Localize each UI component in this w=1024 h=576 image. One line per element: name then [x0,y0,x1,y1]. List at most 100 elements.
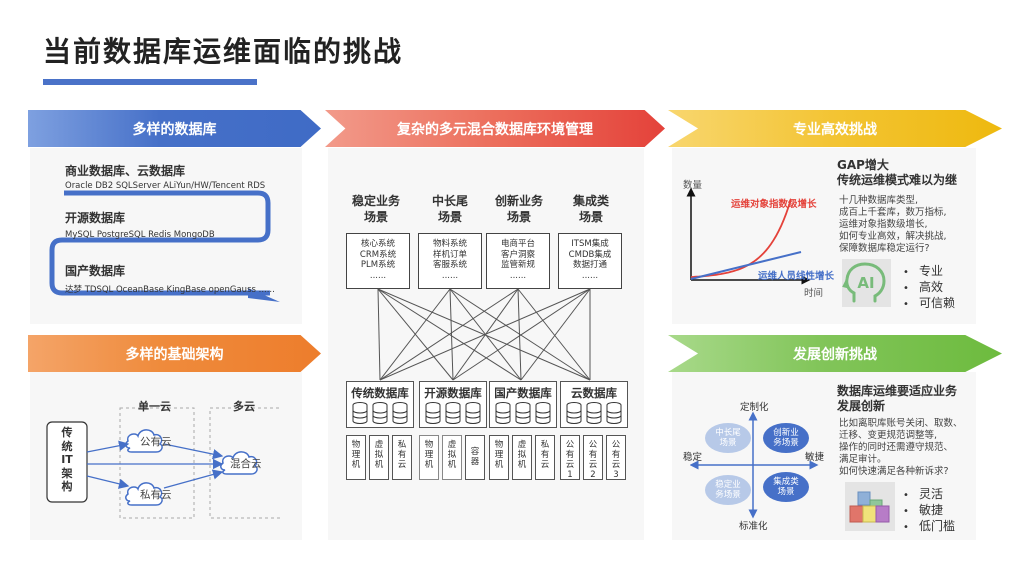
database-icon [535,402,551,428]
connection-line [379,288,519,381]
title-underline [43,79,257,85]
ai-head-icon: AI [842,259,891,307]
chart-x-label: 时间 [804,288,824,299]
single-cloud-label: 单一云 [138,400,171,413]
infra-banner: 多样的基础架构 [28,335,321,372]
database-icon [425,402,441,428]
db-group-title: 国产数据库 [494,386,552,400]
connection-line [452,288,591,381]
quadrant-axes [690,411,819,519]
quadrant-item-bottom-left: 稳定业务场景 [705,475,751,505]
scenario-title: 中长尾场景 [431,194,468,224]
hybrid-mgmt-banner-label: 复杂的多元混合数据库环境管理 [397,121,593,138]
database-icon [515,402,531,428]
traditional-it-box [46,421,88,503]
infra-box: 虚拟机 [442,435,462,480]
hybrid-mgmt-banner: 复杂的多元混合数据库环境管理 [325,110,665,147]
db-cylinders [350,402,410,428]
infra-banner-label: 多样的基础架构 [125,346,224,363]
quadrant-item-top-left: 中长尾场景 [705,423,751,453]
multi-cloud-zone [209,407,280,519]
diverse-db-banner-label: 多样的数据库 [132,121,217,138]
infra-box: 私有云 [535,435,555,480]
efficiency-banner-label: 专业高效挑战 [793,121,877,138]
scenario-title: 集成类场景 [572,194,609,224]
database-icon [566,402,582,428]
multi-cloud-label: 多云 [233,400,255,413]
quadrant-right-label: 敏捷 [805,452,825,463]
connection-line [379,288,451,381]
db-group-title: 传统数据库 [351,386,409,400]
linear-growth-label: 运维人员线性增长 [758,271,835,282]
infra-box: 物理机 [419,435,439,480]
database-icon [445,402,461,428]
database-icon [606,402,622,428]
db-cylinders [564,402,624,428]
db-group-items: Oracle DB2 SQLServer ALiYun/HW/Tencent R… [65,181,266,191]
connection-line [379,288,591,381]
quadrant-item-top-right: 创新业务场景 [763,423,809,453]
db-group-box: 传统数据库 [346,381,414,428]
infra-diagram [46,407,280,519]
db-cylinders [423,402,483,428]
db-group-heading: 国产数据库 [65,264,126,278]
database-icon [465,402,481,428]
db-group-title: 云数据库 [571,386,617,400]
db-group-items: MySQL PostgreSQL Redis MongoDB [65,230,215,240]
db-group-items: 达梦 TDSQL OceanBase KingBase openGauss ..… [65,285,275,295]
scenario-title: 创新业务场景 [494,194,543,224]
innovation-description: 比如离职库账号关闭、取数、 迁移、变更规范调整等, 操作的同时还需遵守规范、 满… [839,418,963,477]
quadrant-bottom-label: 标准化 [739,521,768,532]
db-group-heading: 商业数据库、云数据库 [65,164,186,178]
chart-y-label: 数量 [683,180,703,191]
traditional-it-label: 传 统 IT 架 构 [61,426,73,493]
innovation-bullets: 灵活 敏捷 低门槛 [903,487,955,535]
database-icon [372,402,388,428]
connection-line [449,288,454,381]
private-cloud-label: 私有云 [140,489,172,501]
scenario-title: 稳定业务场景 [351,194,400,224]
db-group-box: 开源数据库 [419,381,487,428]
db-group-heading: 开源数据库 [65,211,126,225]
database-icon [586,402,602,428]
infra-box: 物理机 [489,435,509,480]
single-cloud-zone [119,407,195,519]
connection-line [377,288,381,381]
innovation-heading: 数据库运维要适应业务 发展创新 [837,384,958,413]
svg-text:AI: AI [857,274,874,292]
public-cloud-label: 公有云 [140,436,172,448]
exp-growth-line [690,198,792,278]
growth-chart [686,187,811,285]
infra-box: 容器 [465,435,485,480]
infra-box: 私有云 [392,435,412,480]
quadrant-top-label: 定制化 [740,402,769,413]
database-icon [352,402,368,428]
linear-growth-line [690,251,802,280]
connection-line [517,288,522,381]
connection-line [520,288,591,381]
efficiency-description: 十几种数据库类型, 成百上千套库，数万指标, 运维对象指数级增长, 如何专业高效… [839,195,947,254]
innovation-banner-label: 发展创新挑战 [793,346,877,363]
hybrid-cloud-label: 混合云 [230,458,262,470]
exp-growth-label: 运维对象指数级增长 [731,199,817,210]
diverse-db-banner: 多样的数据库 [28,110,321,147]
db-group-box: 云数据库 [560,381,628,428]
efficiency-heading: GAP增大 传统运维模式难以为继 [837,158,958,187]
connection-line [517,288,591,381]
database-icon [495,402,511,428]
cloud-icon [125,482,163,506]
connection-mesh [377,288,591,381]
efficiency-bullets: 专业 高效 可信赖 [903,264,955,312]
quadrant-left-label: 稳定 [683,452,703,463]
page-title: 当前数据库运维面临的挑战 [43,35,404,68]
scenario-box: 电商平台客户洞察监管新规...... [486,233,550,289]
efficiency-banner: 专业高效挑战 [668,110,1002,147]
database-icon [392,402,408,428]
db-flow-path [49,190,280,302]
building-blocks-icon [845,482,895,531]
